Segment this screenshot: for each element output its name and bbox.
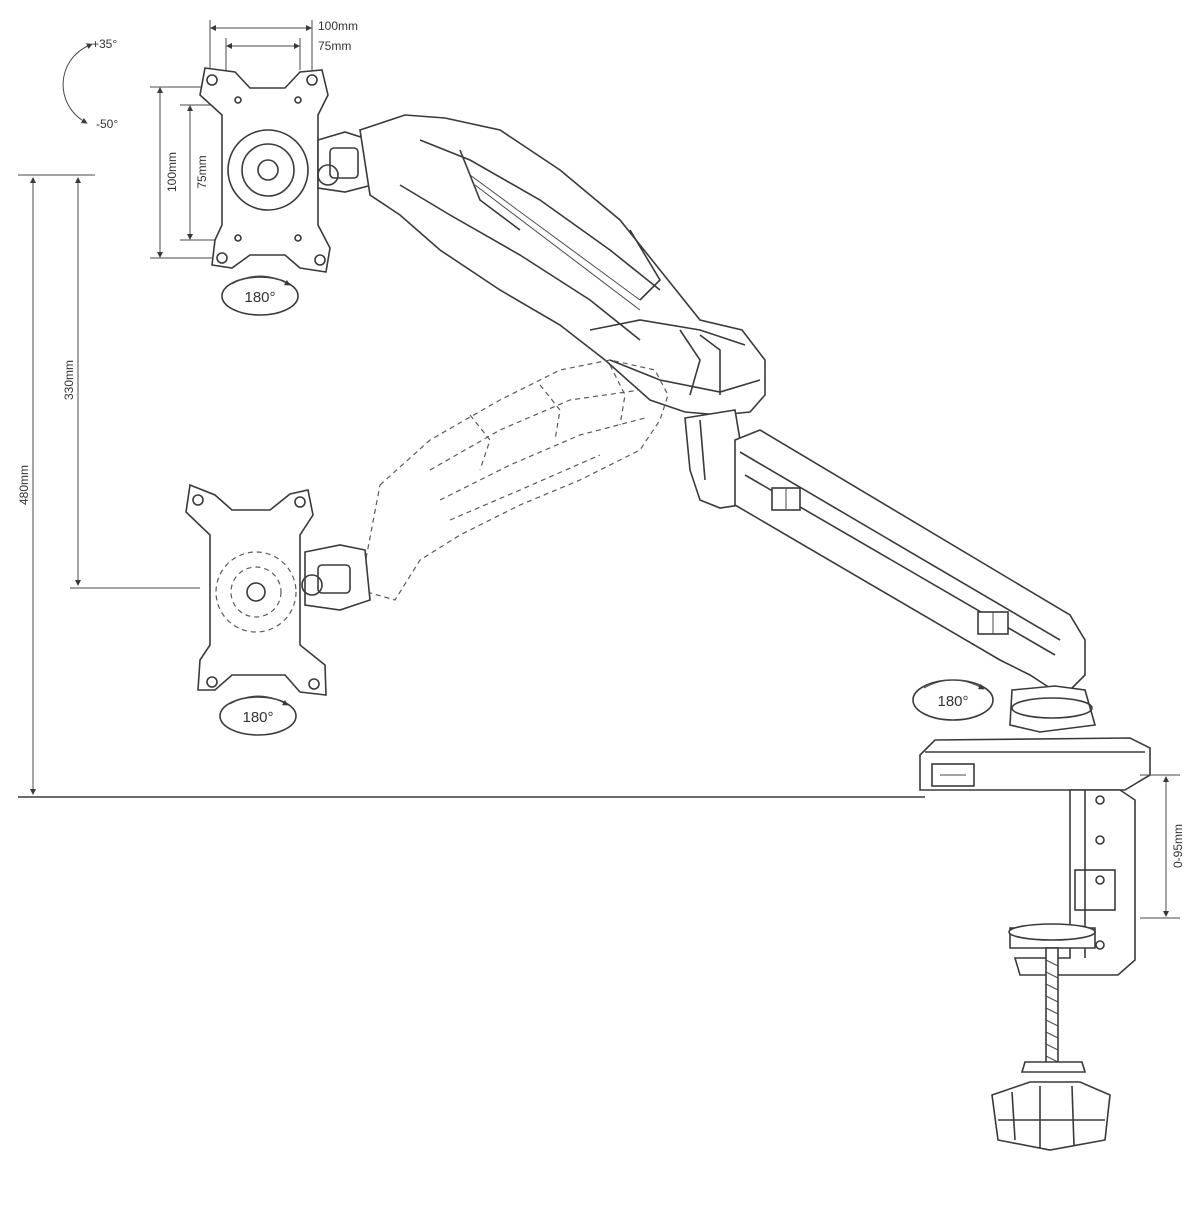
max-height-label: 480mm (17, 465, 31, 505)
base-rotation: 180° (912, 679, 994, 721)
lower-plate-rotation: 180° (219, 695, 297, 736)
base-rotation-label: 180° (937, 693, 968, 710)
top-plate-rotation: 180° (221, 275, 299, 316)
max-height-dimension: 480mm (17, 174, 95, 795)
lower-arm (734, 429, 1086, 691)
vesa-v-100-label: 100mm (165, 152, 179, 192)
desk-base-plate (919, 737, 1151, 791)
desk-clamp (1013, 789, 1136, 976)
tilt-indicator: +35° -50° (62, 37, 118, 131)
lower-tilt-joint (301, 544, 371, 611)
top-plate-rotation-label: 180° (244, 289, 275, 306)
upper-arm-raised (359, 114, 766, 416)
tilt-down-label: -50° (96, 117, 118, 131)
vesa-h-75-label: 75mm (318, 39, 351, 53)
height-travel-label: 330mm (62, 360, 76, 400)
height-travel-dimension: 330mm (62, 177, 200, 589)
vesa-h-100-label: 100mm (318, 19, 358, 33)
clamp-range-dimension: 0-95mm (1140, 774, 1185, 919)
lower-vesa-plate (185, 483, 327, 696)
base-pole (1009, 685, 1097, 733)
lower-plate-rotation-label: 180° (242, 709, 273, 726)
top-tilt-joint (317, 131, 373, 193)
tilt-up-label: +35° (92, 37, 117, 51)
top-vesa-plate (199, 67, 331, 273)
clamp-range-label: 0-95mm (1171, 824, 1185, 868)
clamp-screw (1008, 923, 1096, 1073)
clamp-knob (991, 1081, 1111, 1151)
lower-arm-dashed (359, 359, 669, 601)
vesa-horizontal-dimensions: 100mm 75mm (209, 19, 358, 70)
vesa-v-75-label: 75mm (195, 155, 209, 188)
elbow-joint (684, 409, 741, 509)
